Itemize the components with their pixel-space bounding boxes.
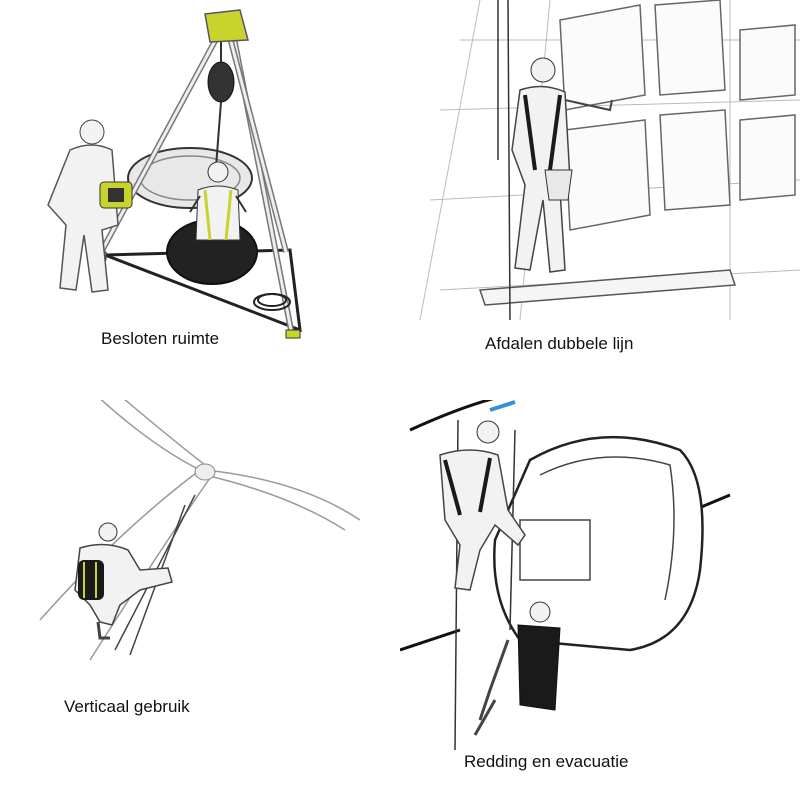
operator-head	[79, 119, 105, 145]
tripod-head	[204, 9, 249, 43]
panel-confined-space: Besloten ruimte	[0, 0, 400, 400]
climber-head	[98, 522, 118, 542]
confined-space-illustration	[47, 9, 302, 339]
panel-vertical-use: Verticaal gebruik	[0, 400, 400, 800]
wind-turbine-illustration	[39, 400, 361, 661]
operator-body	[47, 144, 119, 293]
ledge	[478, 269, 737, 306]
harness-straps	[523, 94, 562, 171]
caption-confined-space: Besloten ruimte	[101, 329, 220, 348]
rope-safety	[507, 0, 511, 321]
evacuee-head	[529, 601, 551, 623]
evacuation-seat	[517, 624, 561, 711]
turbine-hub	[194, 463, 216, 481]
caption-rescue-evacuation: Redding en evacuatie	[464, 752, 629, 771]
windows	[559, 0, 796, 231]
rope-connector	[489, 400, 516, 412]
climber-harness	[78, 560, 104, 600]
worker-in-hole-head	[207, 161, 229, 183]
worker-arm	[564, 99, 613, 112]
cabin-door	[519, 519, 591, 581]
rescuer-helmet	[476, 420, 500, 444]
worker-in-hole-body	[195, 185, 241, 241]
rescuer-body	[439, 449, 526, 591]
caption-vertical-use: Verticaal gebruik	[64, 697, 190, 716]
cable-car-rescue-illustration	[400, 400, 731, 751]
facade-descent-illustration	[419, 0, 800, 321]
worker-helmet	[530, 57, 556, 83]
panel-double-line-descent: Afdalen dubbele lijn	[400, 0, 800, 400]
bucket	[544, 169, 573, 201]
overhead-cable	[409, 400, 494, 432]
caption-double-line-descent: Afdalen dubbele lijn	[485, 334, 634, 353]
turbine-blades	[39, 400, 361, 661]
panel-rescue-evacuation: Redding en evacuatie	[400, 400, 800, 800]
evacuee-legs	[473, 639, 510, 736]
rescuer-harness	[443, 457, 492, 516]
fall-arrester-device	[207, 61, 235, 103]
cable-car-cabin	[493, 435, 704, 652]
